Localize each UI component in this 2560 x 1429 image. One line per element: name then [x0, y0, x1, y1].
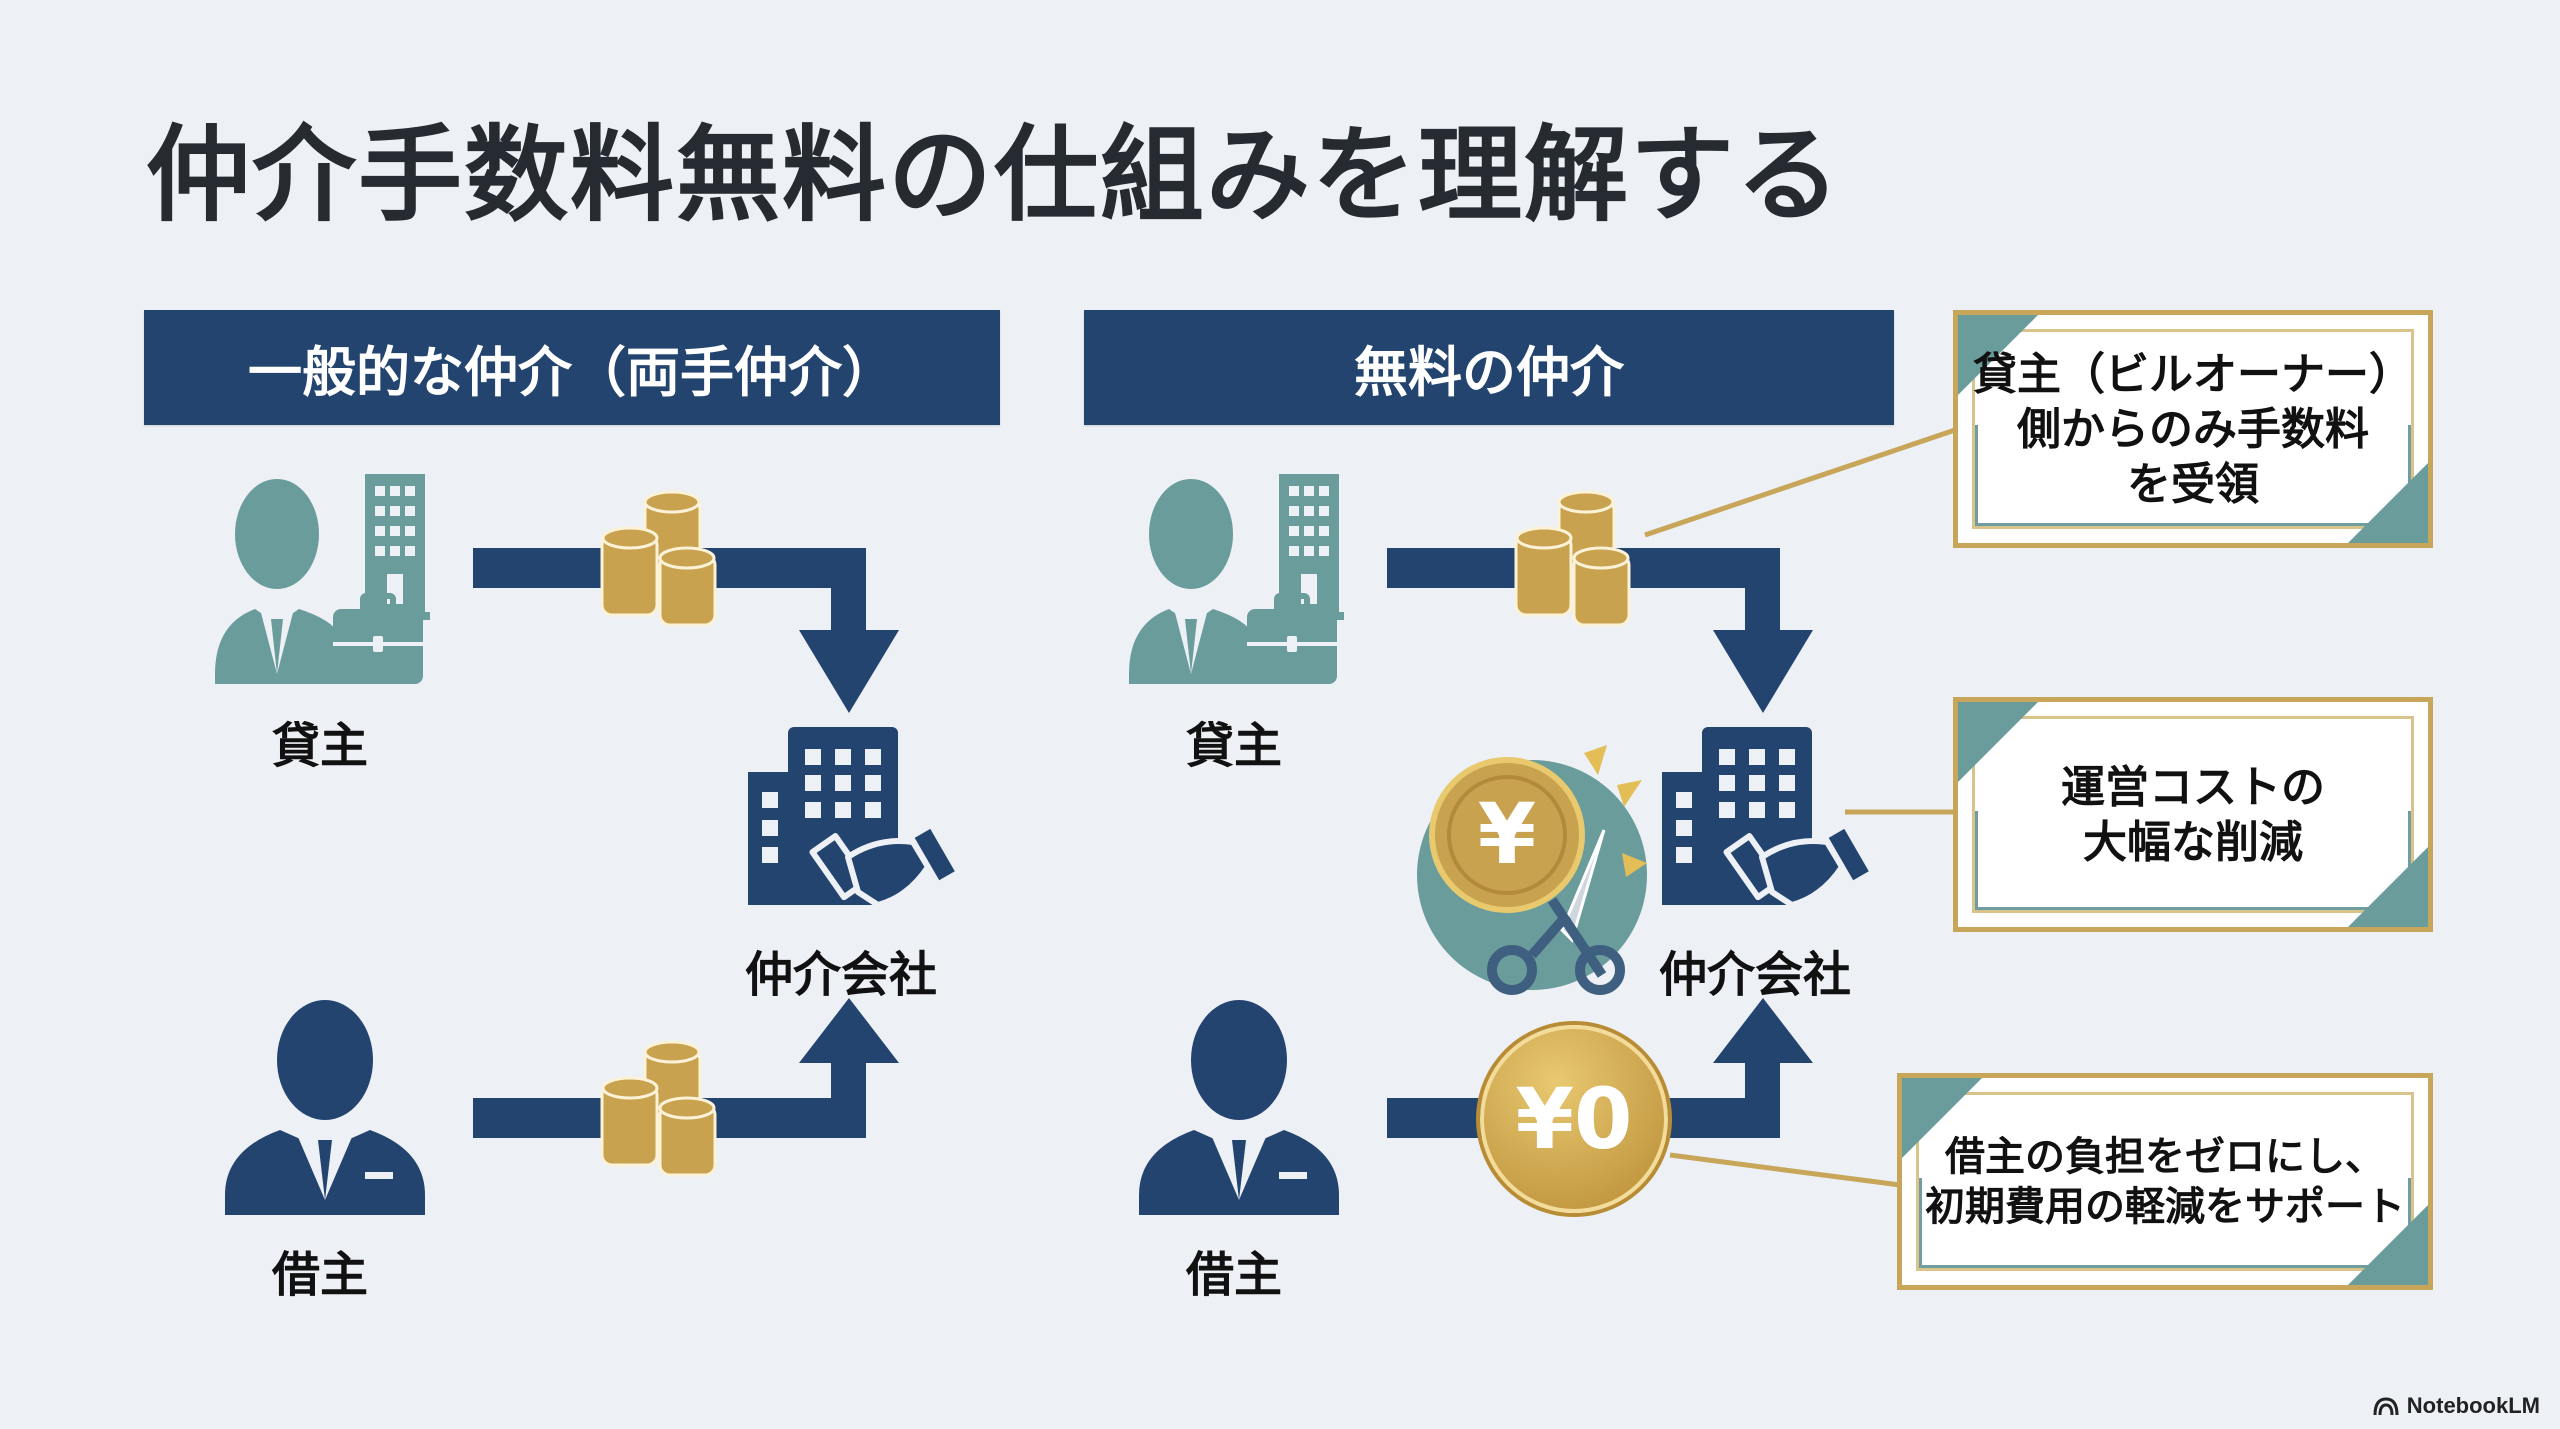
- free-panel-header-text: 無料の仲介: [1354, 341, 1624, 404]
- free-broker-building-handshake-icon: [1662, 727, 1876, 908]
- notebooklm-brand: NotebookLM: [2373, 1393, 2540, 1419]
- standard-lender-coin-stack-icon: [600, 490, 717, 627]
- callout-2-line-2: 大幅な削減: [2083, 816, 2303, 868]
- notebooklm-logo-icon: [2373, 1397, 2399, 1416]
- free-lender-coin-stack-icon: [1514, 490, 1631, 627]
- callout-borrower-zero-burden: 借主の負担をゼロにし、 初期費用の軽減をサポート: [1897, 1073, 2433, 1290]
- standard-borrower-coin-stack-icon: [600, 1040, 717, 1177]
- free-panel-header: 無料の仲介: [1084, 310, 1894, 425]
- zero-yen-coin-badge: ¥0: [1480, 1025, 1668, 1213]
- callout-1-line-3: を受領: [2127, 458, 2259, 510]
- callout-3-line-1: 借主の負担をゼロにし、: [1945, 1133, 2385, 1180]
- standard-lender-label: 貸主: [272, 718, 369, 774]
- lender-with-building-icon: [215, 474, 430, 684]
- standard-borrower-label: 借主: [272, 1247, 369, 1303]
- free-lender-label: 貸主: [1186, 718, 1283, 774]
- yen-coin-scissors-icon: ¥: [1417, 745, 1647, 995]
- standard-broker-label: 仲介会社: [745, 947, 938, 1003]
- callout-connector-3: [1669, 1152, 1901, 1188]
- page-title: 仲介手数料無料の仕組みを理解する: [146, 114, 1843, 236]
- callout-connector-1: [1644, 427, 1956, 538]
- callout-lender-fee-only: 貸主（ビルオーナー） 側からのみ手数料 を受領: [1953, 310, 2433, 548]
- free-borrower-icon: [1139, 1000, 1339, 1215]
- standard-borrower-icon: [225, 1000, 425, 1215]
- callout-1-line-1: 貸主（ビルオーナー）: [1973, 348, 2413, 400]
- callout-cost-reduction: 運営コストの 大幅な削減: [1953, 697, 2433, 932]
- brand-name: NotebookLM: [2406, 1393, 2540, 1418]
- zero-yen-text: ¥0: [1515, 1070, 1633, 1168]
- free-lender-with-building-icon: [1129, 474, 1344, 684]
- standard-broker-building-handshake-icon: [748, 727, 962, 908]
- standard-panel-header: 一般的な仲介（両手仲介）: [144, 310, 1000, 425]
- standard-panel-header-text: 一般的な仲介（両手仲介）: [248, 341, 896, 404]
- callout-1-line-2: 側からのみ手数料: [2017, 403, 2369, 455]
- free-borrower-label: 借主: [1186, 1247, 1283, 1303]
- free-broker-label: 仲介会社: [1659, 947, 1852, 1003]
- callout-2-line-1: 運営コストの: [2061, 761, 2325, 813]
- svg-text:¥: ¥: [1478, 785, 1536, 883]
- standard-borrower-flow-arrow: [473, 998, 899, 1138]
- callout-3-line-2: 初期費用の軽減をサポート: [1925, 1183, 2405, 1230]
